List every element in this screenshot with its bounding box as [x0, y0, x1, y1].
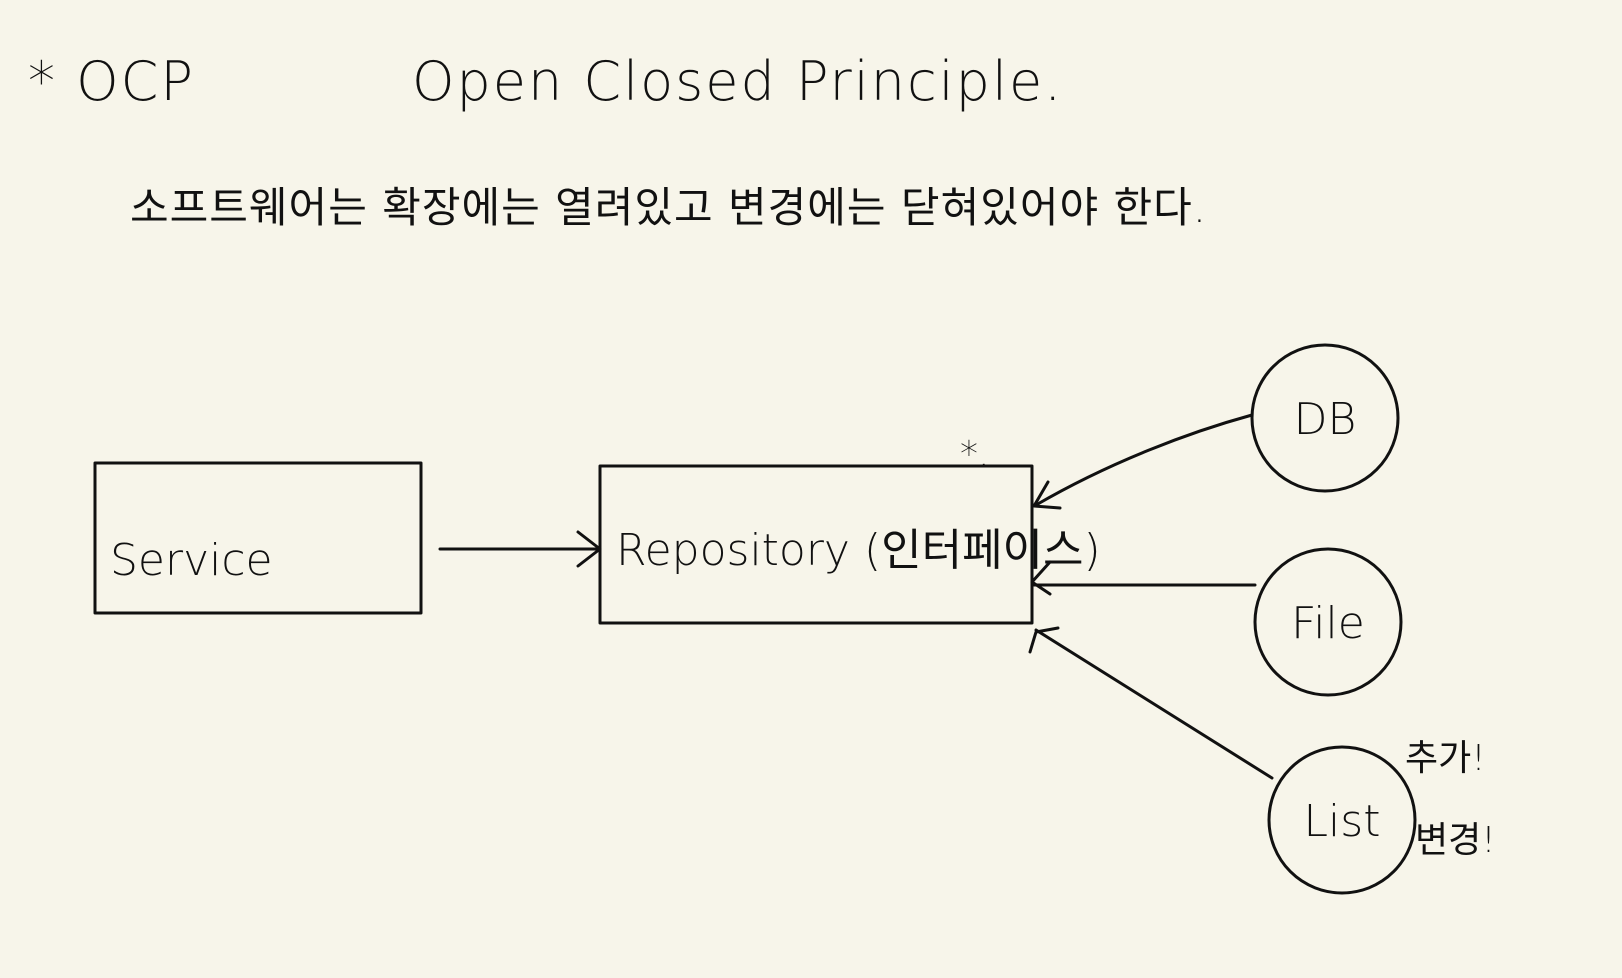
file-label: File — [1291, 598, 1365, 649]
db-label: DB — [1294, 394, 1357, 445]
ocp-full-name: Open Closed Principle. — [412, 50, 1063, 113]
repository-label: Repository (인터페이스) — [616, 525, 1101, 576]
repository-box: Repository (인터페이스) — [598, 464, 1101, 625]
service-box: Service — [93, 461, 423, 615]
ocp-marker: * OCP — [28, 50, 195, 113]
note-add: 추가! — [1405, 738, 1486, 779]
note-change: 변경! — [1415, 820, 1496, 861]
list-node: List — [1267, 745, 1417, 895]
service-label: Service — [110, 535, 273, 586]
list-to-repository-arrow — [1028, 626, 1274, 780]
db-to-repository-arrow — [1032, 413, 1254, 510]
file-to-repository-arrow — [1030, 560, 1257, 596]
ocp-statement: 소프트웨어는 확장에는 열려있고 변경에는 닫혀있어야 한다. — [130, 183, 1207, 232]
service-to-repository-arrow — [438, 530, 602, 568]
db-node: DB — [1250, 343, 1400, 493]
repository-asterisk: *. — [960, 434, 989, 475]
file-node: File — [1253, 547, 1403, 697]
list-label: List — [1304, 796, 1381, 847]
